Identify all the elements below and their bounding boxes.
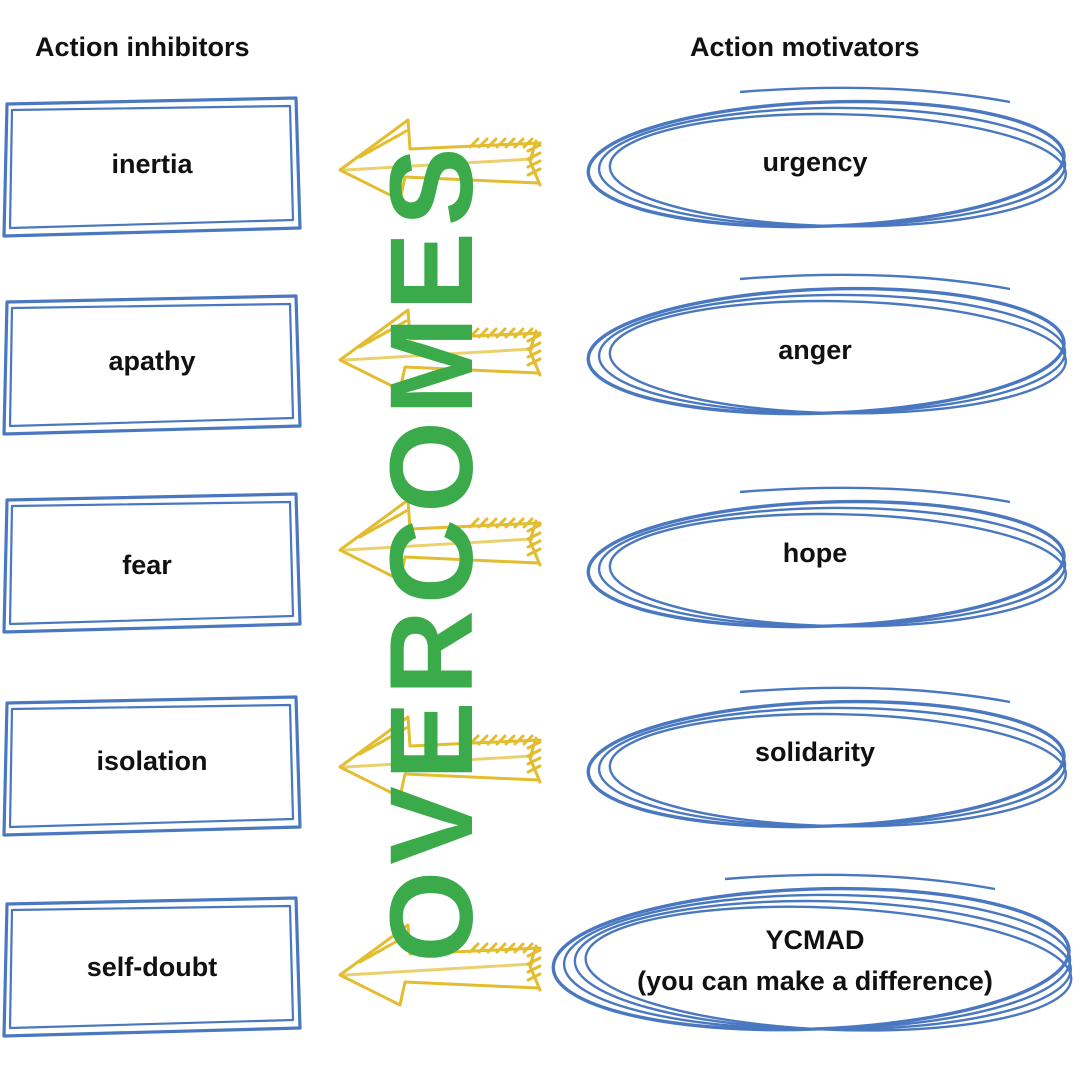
- motivator-label-2-line-1: anger: [778, 335, 852, 365]
- motivator-label-3-line-1: hope: [782, 538, 848, 568]
- motivator-ellipse-3: [586, 486, 1067, 629]
- motivator-label-4: solidarity: [755, 732, 875, 773]
- overcomes-word: OVERCOMES: [366, 141, 498, 963]
- inhibitor-label-3: fear: [122, 550, 172, 580]
- inhibitor-label-1: inertia: [111, 149, 193, 179]
- inhibitor-box-3: [2, 492, 302, 634]
- motivator-ellipse-2: [586, 273, 1067, 416]
- motivator-label-5-line-2: (you can make a difference): [637, 966, 993, 996]
- sketched-arrow-left-1: [338, 118, 542, 202]
- motivator-label-3: hope: [783, 533, 848, 574]
- motivator-label-5-line-1: YCMAD: [765, 925, 865, 955]
- motivator-ellipse-5: [551, 873, 1073, 1032]
- sketched-arrow-left-3: [338, 498, 542, 582]
- inhibitor-box-4: [2, 695, 302, 837]
- motivator-ellipse-4: [586, 686, 1067, 829]
- inhibitor-label-5: self-doubt: [86, 952, 218, 982]
- motivator-label-4-line-1: solidarity: [754, 737, 876, 767]
- inhibitor-box-1: [2, 96, 302, 238]
- inhibitor-box-5: [2, 896, 302, 1038]
- motivator-label-1: urgency: [762, 142, 867, 183]
- motivator-label-2: anger: [778, 330, 852, 371]
- inhibitor-box-2: [2, 294, 302, 436]
- sketched-arrow-left-4: [338, 715, 542, 799]
- inhibitors-heading: Action inhibitors: [35, 32, 250, 62]
- inhibitor-label-2: apathy: [108, 346, 196, 376]
- motivator-ellipse-1: [586, 86, 1067, 229]
- inhibitor-label-4: isolation: [96, 746, 208, 776]
- motivator-label-1-line-1: urgency: [762, 147, 868, 177]
- motivator-label-5: YCMAD (you can make a difference): [637, 920, 993, 1002]
- sketched-arrow-left-5: [338, 923, 542, 1007]
- motivators-heading: Action motivators: [690, 32, 920, 62]
- sketched-arrow-left-2: [338, 308, 542, 392]
